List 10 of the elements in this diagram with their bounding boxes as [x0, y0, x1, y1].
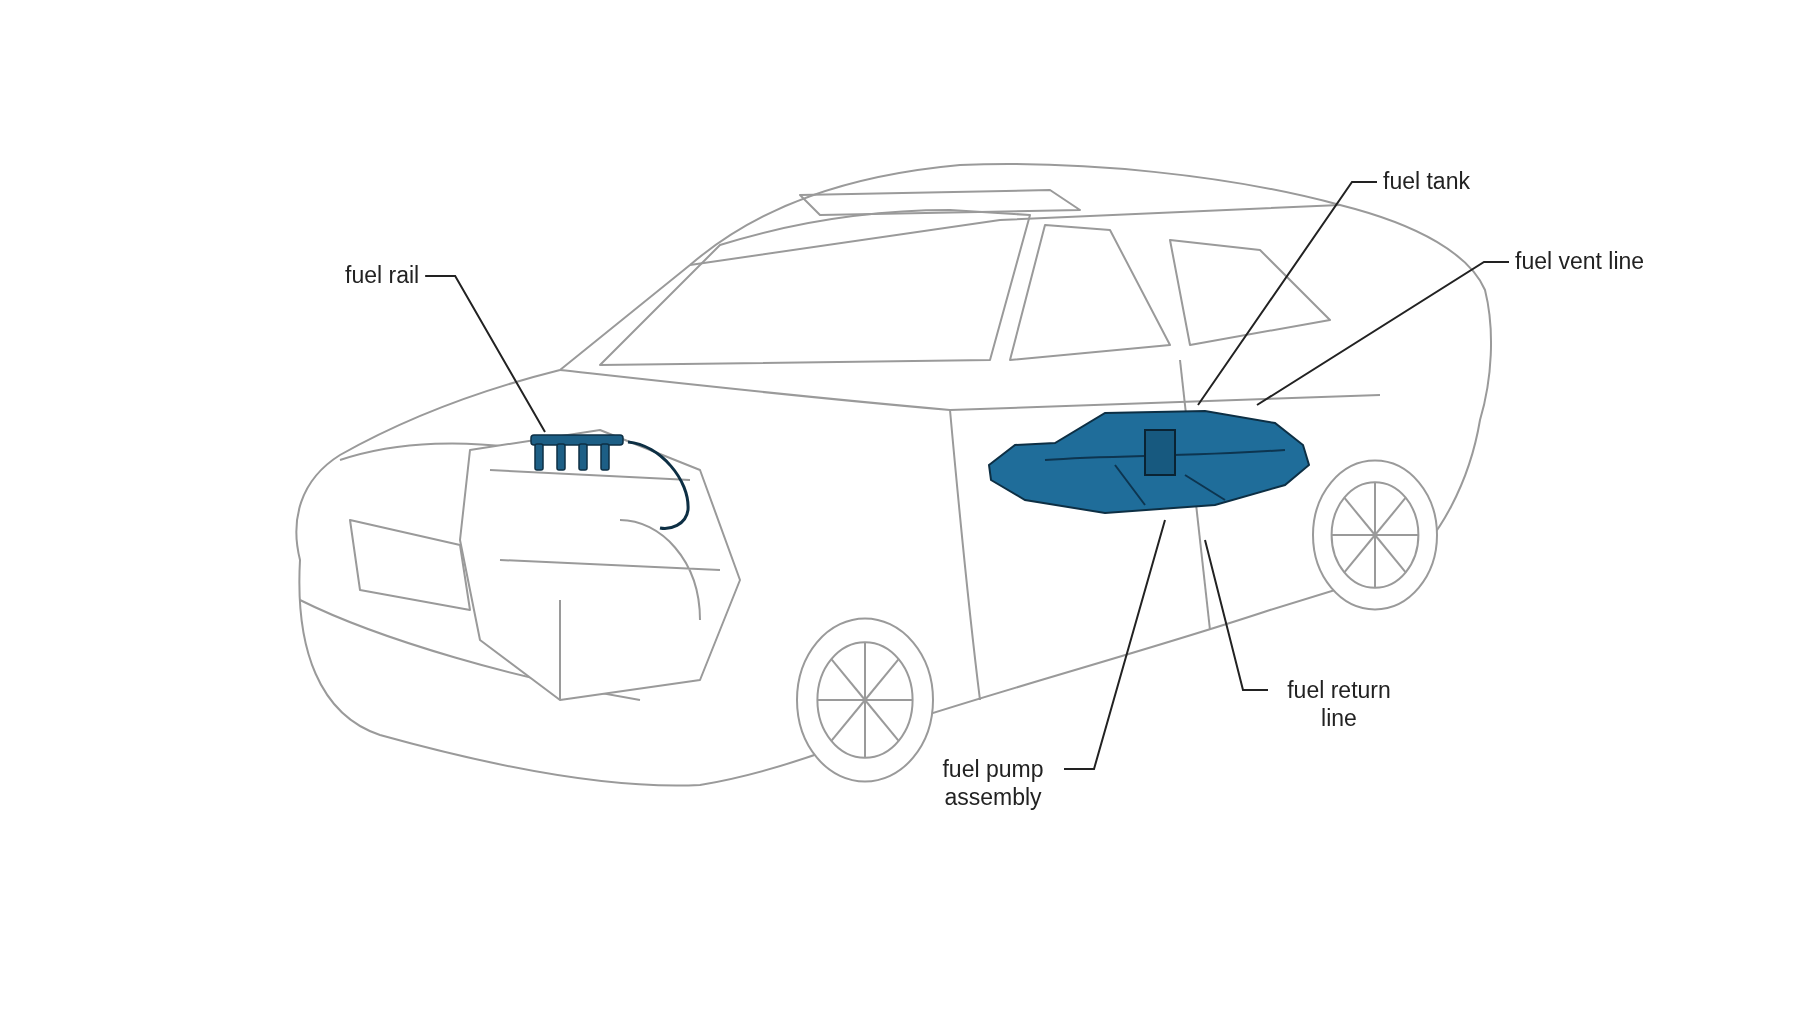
leader-line: [1256, 261, 1510, 406]
part-label: fuel vent line: [1515, 248, 1645, 275]
part-label: fuel tank: [1383, 168, 1470, 195]
leader-line: [1204, 539, 1269, 691]
leader-line: [1063, 519, 1166, 770]
part-label: fuel rail: [345, 262, 420, 289]
leader-line: [424, 275, 546, 433]
leader-line: [1197, 181, 1378, 406]
part-label: fuel return line: [1274, 676, 1404, 732]
part-label: fuel pump assembly: [928, 755, 1058, 811]
